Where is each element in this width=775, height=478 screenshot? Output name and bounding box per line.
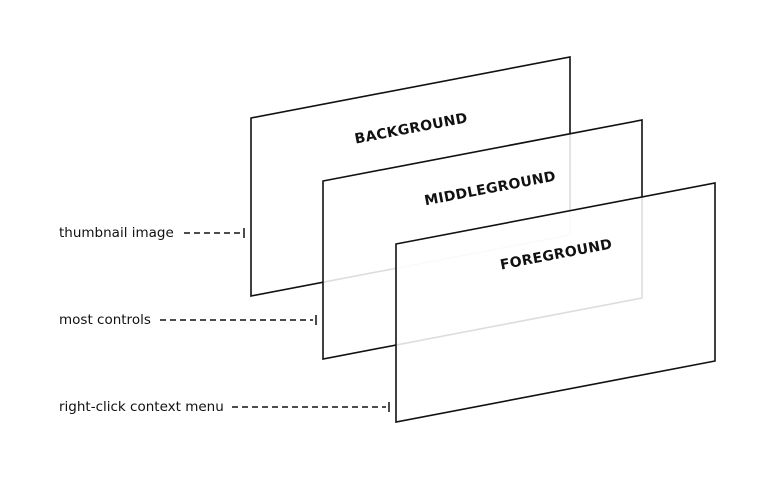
foreground-layer: FOREGROUND xyxy=(395,182,716,423)
context-menu-annotation: right-click context menu xyxy=(59,399,390,415)
thumbnail-annotation: thumbnail image xyxy=(59,225,245,241)
controls-annotation: most controls xyxy=(59,312,317,328)
context-menu-annotation-text: right-click context menu xyxy=(59,399,224,415)
thumbnail-annotation-text: thumbnail image xyxy=(59,225,174,241)
foreground-plane xyxy=(395,182,716,423)
controls-annotation-text: most controls xyxy=(59,312,151,328)
